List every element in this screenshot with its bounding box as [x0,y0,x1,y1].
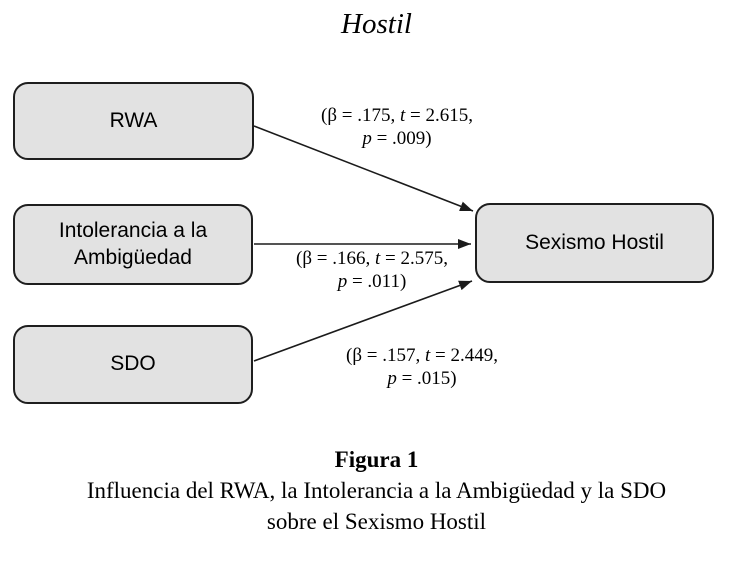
running-title: Hostil [341,8,412,40]
stat-t-symbol: t [424,345,431,366]
stat-text: = .015) [396,368,457,389]
path-stats-rwa: (β = .175, t = 2.615, p = .009) [321,104,473,150]
node-sdo-label: SDO [110,352,156,376]
stat-text: = .009) [371,128,432,149]
path-stats-sdo: (β = .157, t = 2.449, p = .015) [346,344,498,390]
stat-text: = 2.575, [380,248,448,269]
node-sexismo-hostil-label: Sexismo Hostil [525,230,664,254]
node-sexismo-hostil: Sexismo Hostil [475,203,714,283]
stat-t-symbol: t [399,105,406,126]
stat-p-symbol: p [337,271,348,292]
stat-t-symbol: t [374,248,381,269]
stat-p-symbol: p [362,128,372,149]
stat-text: (β = .175, [321,105,400,126]
figure-caption: Figura 1 Influencia del RWA, la Intolera… [0,444,753,537]
node-sdo: SDO [13,325,253,404]
node-rwa-label: RWA [109,108,158,132]
stat-text: = 2.615, [405,105,473,126]
figure-number: Figura 1 [334,447,419,472]
caption-line-1: Influencia del RWA, la Intolerancia a la… [86,478,667,503]
stat-text: (β = .166, [296,248,375,269]
path-stats-intolerancia: (β = .166, t = 2.575, p = .011) [296,247,448,293]
node-intolerancia-label: Intolerancia a la Ambigüedad [58,219,208,269]
node-intolerancia: Intolerancia a la Ambigüedad [13,204,253,285]
stat-text: = .011) [347,271,407,292]
node-rwa: RWA [13,82,254,160]
stat-text: = 2.449, [430,345,498,366]
stat-p-symbol: p [387,368,397,389]
stat-text: (β = .157, [346,345,425,366]
caption-line-2: sobre el Sexismo Hostil [266,509,487,534]
